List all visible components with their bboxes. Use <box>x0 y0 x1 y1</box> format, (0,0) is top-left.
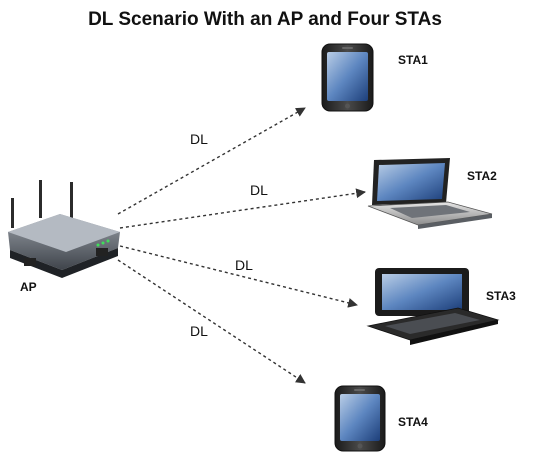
station-label-sta4: STA4 <box>398 415 428 429</box>
downlink-arrows <box>117 107 366 384</box>
diagram-title: DL Scenario With an AP and Four STAs <box>88 9 442 30</box>
smartphone-icon <box>334 385 386 452</box>
link-label-sta4: DL <box>190 323 208 339</box>
laptop-icon <box>367 158 493 229</box>
smartphone-icon <box>321 43 374 112</box>
tablet-laptop-icon <box>366 268 500 345</box>
station-label-sta1: STA1 <box>398 53 428 67</box>
ap-label: AP <box>20 280 37 294</box>
link-arrow-sta3 <box>119 245 358 308</box>
station-label-sta2: STA2 <box>467 169 497 183</box>
link-arrow-sta4 <box>117 259 306 384</box>
link-label-sta1: DL <box>190 131 208 147</box>
station-label-sta3: STA3 <box>486 289 516 303</box>
router-icon <box>8 180 120 278</box>
link-label-sta3: DL <box>235 257 253 273</box>
link-label-sta2: DL <box>250 182 268 198</box>
link-arrow-sta2 <box>119 188 366 229</box>
link-arrow-sta1 <box>117 107 306 215</box>
